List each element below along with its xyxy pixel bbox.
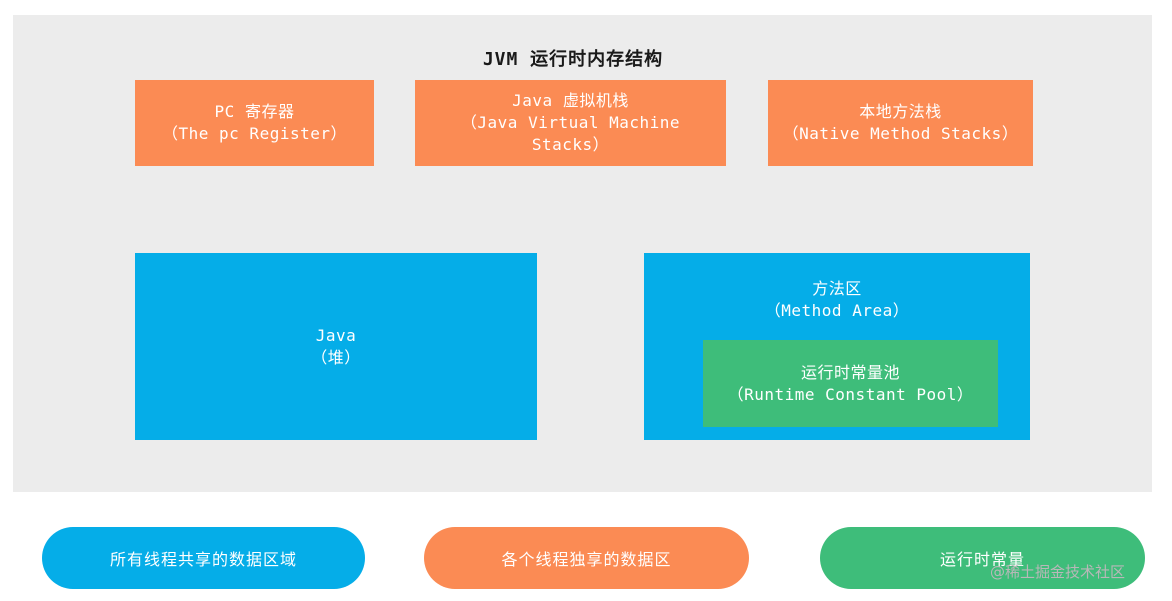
pc-register-english: （The pc Register） <box>162 124 347 143</box>
method-area-text: 方法区 （Method Area） <box>765 278 909 322</box>
runtime-pool-english: （Runtime Constant Pool） <box>727 384 974 404</box>
legend-private-pill: 各个线程独享的数据区 <box>424 527 749 589</box>
native-stack-name: 本地方法栈 <box>859 102 942 121</box>
method-area-english: （Method Area） <box>764 301 910 320</box>
runtime-pool-name: 运行时常量池 <box>800 362 900 382</box>
pc-register-box: PC 寄存器 （The pc Register） <box>135 80 374 166</box>
jvm-stack-english-2: Stacks） <box>531 135 610 154</box>
jvm-stack-english-1: （Java Virtual Machine <box>460 113 681 132</box>
watermark: @稀土掘金技术社区 <box>990 563 1126 581</box>
jvm-stack-box: Java 虚拟机栈 （Java Virtual Machine Stacks） <box>415 80 726 166</box>
native-method-stack-box: 本地方法栈 （Native Method Stacks） <box>768 80 1033 166</box>
java-heap-box: Java （堆） <box>135 253 537 440</box>
runtime-constant-pool-box: 运行时常量池 （Runtime Constant Pool） <box>703 340 998 427</box>
jvm-stack-name: Java 虚拟机栈 <box>512 91 629 110</box>
legend-constant-pill: 运行时常量 <box>820 527 1145 589</box>
java-heap-name: Java <box>315 325 357 345</box>
native-stack-english: （Native Method Stacks） <box>782 124 1019 143</box>
diagram-title: JVM 运行时内存结构 <box>482 49 664 70</box>
java-heap-label: （堆） <box>311 347 361 367</box>
pc-register-name: PC 寄存器 <box>214 102 295 121</box>
method-area-name: 方法区 <box>812 279 862 298</box>
legend-shared-pill: 所有线程共享的数据区域 <box>42 527 365 589</box>
